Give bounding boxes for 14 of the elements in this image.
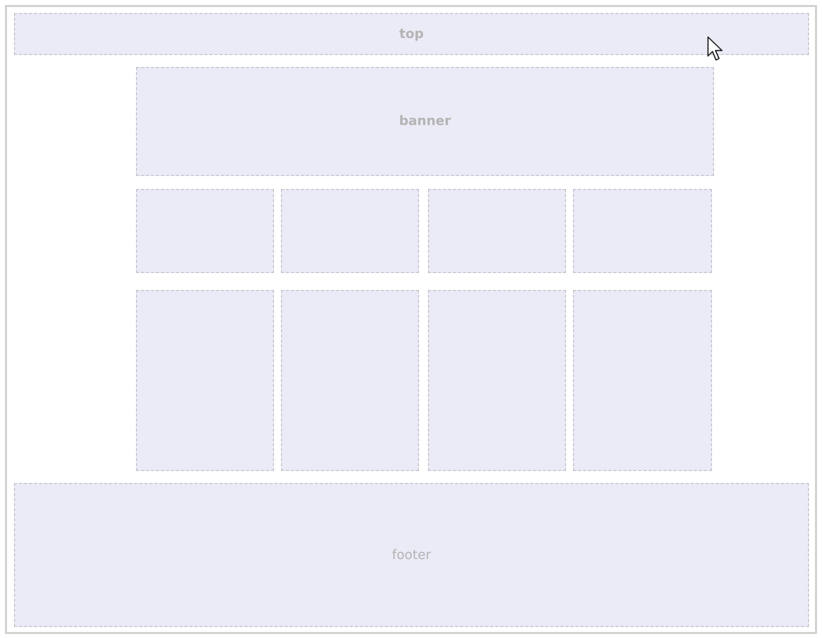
block-label: banner — [399, 114, 451, 129]
wireframe-block — [136, 67, 714, 176]
wireframe-block — [136, 290, 274, 471]
wireframe-block — [573, 290, 712, 471]
wireframe-block — [14, 483, 809, 627]
wireframe-block — [428, 189, 566, 273]
block-label: footer — [392, 548, 431, 562]
wireframe-block — [281, 290, 419, 471]
wireframe-block — [573, 189, 712, 273]
wireframe-block — [428, 290, 566, 471]
wireframe-block — [14, 13, 809, 55]
wireframe-block — [136, 189, 274, 273]
wireframe-block — [281, 189, 419, 273]
block-label: top — [399, 26, 424, 42]
